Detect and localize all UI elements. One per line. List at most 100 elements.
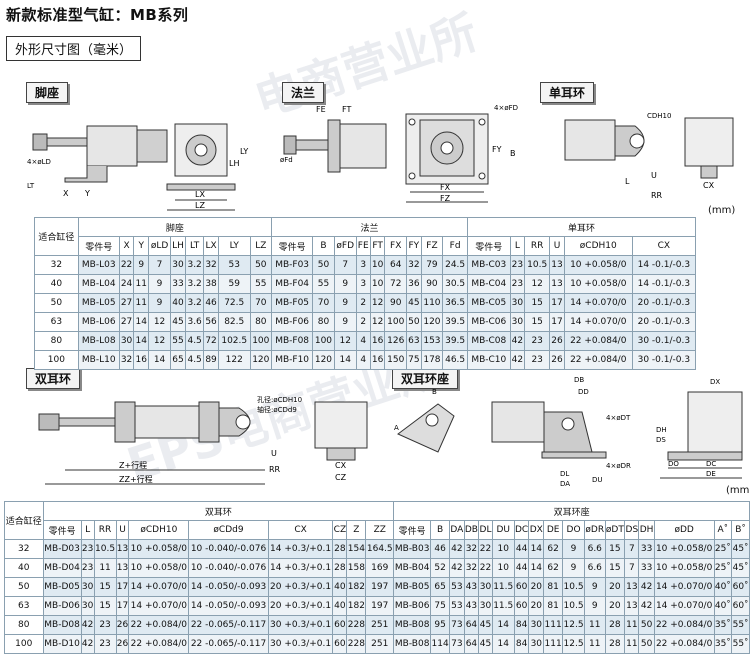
table-cell: 9 (562, 539, 585, 559)
table-column-header: Fd (442, 236, 469, 256)
table-column-header: DL (478, 520, 493, 540)
bracket-label-dt: 4×øDT (606, 414, 631, 422)
table-cell: 65 (169, 350, 187, 370)
table-column-header: øFD (333, 236, 357, 256)
table-cell: 22 +0.084/0 (128, 634, 190, 654)
table-cell: 60˚ (731, 596, 750, 616)
page-title: 新款标准型气缸：MB系列 (6, 6, 189, 24)
table-cell: 45˚ (731, 558, 750, 578)
table-cell: 13 (549, 274, 565, 294)
table-cell: 30 (80, 577, 95, 597)
table-cell: 100 (249, 331, 273, 351)
bracket-label-da: DA (560, 480, 570, 487)
table-cell: MB-B06 (393, 596, 432, 616)
foot-label-lx: LX (195, 190, 205, 199)
table-cell: 15 (524, 312, 551, 332)
double-label-zz: ZZ+行程 (119, 474, 153, 484)
table-cell: 9 (584, 596, 606, 616)
table-cell: 15 (524, 293, 551, 313)
table-cell: 23 (509, 274, 526, 294)
table-cell: 12 (148, 312, 171, 332)
table-cell: 10.5 (562, 596, 585, 616)
table-cell: MB-D05 (42, 577, 82, 597)
single-label-l: L (625, 177, 630, 186)
table-cell: 32 (463, 539, 480, 559)
table-cell: 64 (384, 255, 407, 275)
table-cell: 12.5 (562, 615, 585, 635)
table-cell: 26 (115, 634, 130, 654)
table-cell: 23 (509, 255, 526, 275)
table-cell: 11 (624, 615, 640, 635)
bracket-label-dd: DD (578, 388, 589, 396)
table-cell: 169 (365, 558, 395, 578)
table-column-header: DU (491, 520, 515, 540)
table-cell: 11.5 (491, 577, 515, 597)
section-label-foot: 脚座 (26, 82, 69, 103)
double-label-cdh: 孔径:øCDH10 (257, 395, 302, 404)
table-cell: 228 (346, 634, 367, 654)
table-cell: 23 (93, 634, 117, 654)
table-cell: 23 (524, 331, 551, 351)
table-cell: 3.6 (185, 312, 205, 332)
table-cell: 100 (312, 331, 335, 351)
table-column-header: øCDH10 (563, 236, 633, 256)
bracket-label-b: B (432, 388, 437, 396)
foot-label-ld: 4×øLD (27, 158, 51, 166)
table-cell: 79 (420, 255, 444, 275)
table-cell: 30 -0.1/-0.3 (631, 331, 697, 351)
table-column-header: 零件号 (393, 520, 432, 540)
table-cell: 9 (148, 274, 171, 294)
double-label-cdd: 轴径:øCDd9 (257, 405, 297, 414)
table-cell: 12 (369, 293, 386, 313)
flange-label-fx: FX (440, 183, 451, 192)
table-column-header: U (549, 236, 565, 256)
table-cell: MB-L03 (77, 255, 120, 275)
table-cell: MB-F10 (271, 350, 314, 370)
table-cell: 25˚ (713, 539, 733, 559)
table-cell: 53 (449, 577, 465, 597)
double-label-cx: CX (335, 461, 347, 470)
table-column-header: 零件号 (77, 236, 120, 256)
flange-label-fd: 4×øFD (494, 104, 518, 112)
foot-mount-drawing: 4×øLD LT X Y LH LY LX LZ (27, 123, 248, 211)
table-cell: 50 (312, 255, 335, 275)
foot-label-y: Y (84, 189, 90, 198)
double-label-u: U (271, 449, 277, 458)
table-cell: 23 (80, 558, 95, 578)
table-cell: 20 (604, 577, 626, 597)
table-cell: 14 +0.3/+0.1 (267, 539, 334, 559)
table-cell: 32 (405, 255, 422, 275)
bracket-label-du: DU (592, 476, 603, 484)
table-cell: 114 (430, 634, 451, 654)
table-column-header: DA (449, 520, 465, 540)
table-cell: 35˚ (713, 615, 733, 635)
table-cell: 50 (249, 255, 273, 275)
table-column-header: LX (203, 236, 219, 256)
table-cell: 3 (355, 255, 371, 275)
table-cell-bore: 40 (4, 558, 44, 578)
table-cell: 22 -0.065/-0.117 (188, 615, 269, 635)
table-cell: 14 -0.050/-0.093 (188, 577, 269, 597)
table-cell: 12 (148, 331, 171, 351)
table-cell: 35˚ (713, 634, 733, 654)
table-cell: MB-C08 (467, 331, 511, 351)
table-column-header: øDT (604, 520, 626, 540)
table-cell: 3.2 (185, 255, 205, 275)
table-cell: 20 +0.3/+0.1 (267, 577, 334, 597)
table-cell: 22 +0.084/0 (563, 331, 633, 351)
table-cell: 14 (333, 350, 357, 370)
table-cell: 17 (115, 577, 130, 597)
table-cell: 14 +0.070/0 (653, 577, 715, 597)
table-cell: 56 (203, 312, 219, 332)
table-cell: 40˚ (713, 596, 733, 616)
table-cell-bore: 40 (34, 274, 79, 294)
table-cell: 3.2 (185, 274, 205, 294)
table-cell: 12.5 (562, 634, 585, 654)
table-cell: 30 (528, 634, 545, 654)
